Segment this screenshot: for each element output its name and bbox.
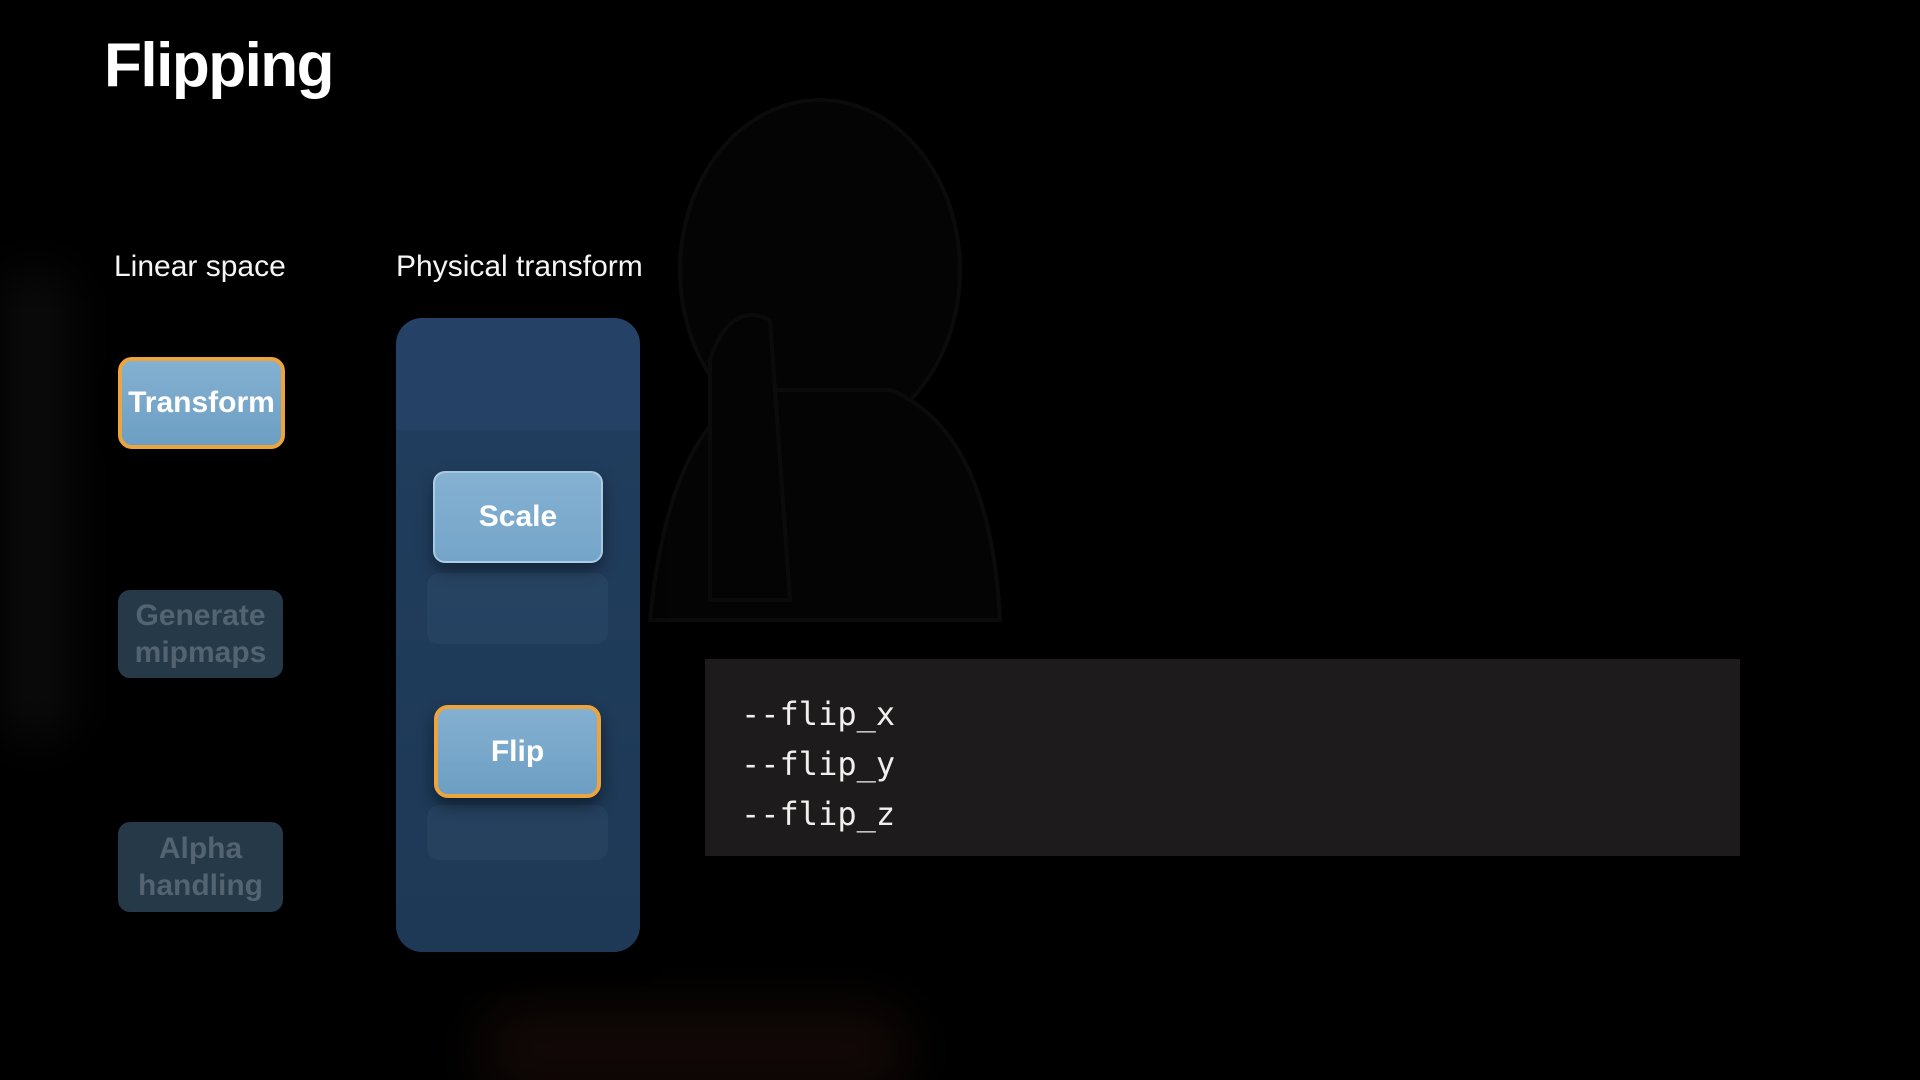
node-generate-mipmaps: Generate mipmaps — [118, 590, 283, 678]
panel-ghost-row — [427, 805, 608, 860]
code-line-flip-x: --flip_x — [741, 695, 896, 733]
code-line-flip-z: --flip_z — [741, 795, 896, 833]
column-label-physical-transform: Physical transform — [396, 250, 643, 283]
node-flip: Flip — [434, 705, 601, 798]
background-artifact-left — [0, 270, 72, 740]
physical-transform-panel — [396, 318, 640, 952]
code-line-flip-y: --flip_y — [741, 745, 896, 783]
panel-ghost-row — [427, 573, 608, 644]
node-scale: Scale — [433, 471, 603, 563]
column-label-linear-space: Linear space — [114, 250, 286, 283]
node-alpha-handling: Alpha handling — [118, 822, 283, 912]
slide-title: Flipping — [104, 31, 335, 100]
code-block: --flip_x --flip_y --flip_z — [705, 659, 1740, 856]
node-transform: Transform — [118, 357, 285, 449]
background-artifact-bottom — [480, 1005, 910, 1080]
